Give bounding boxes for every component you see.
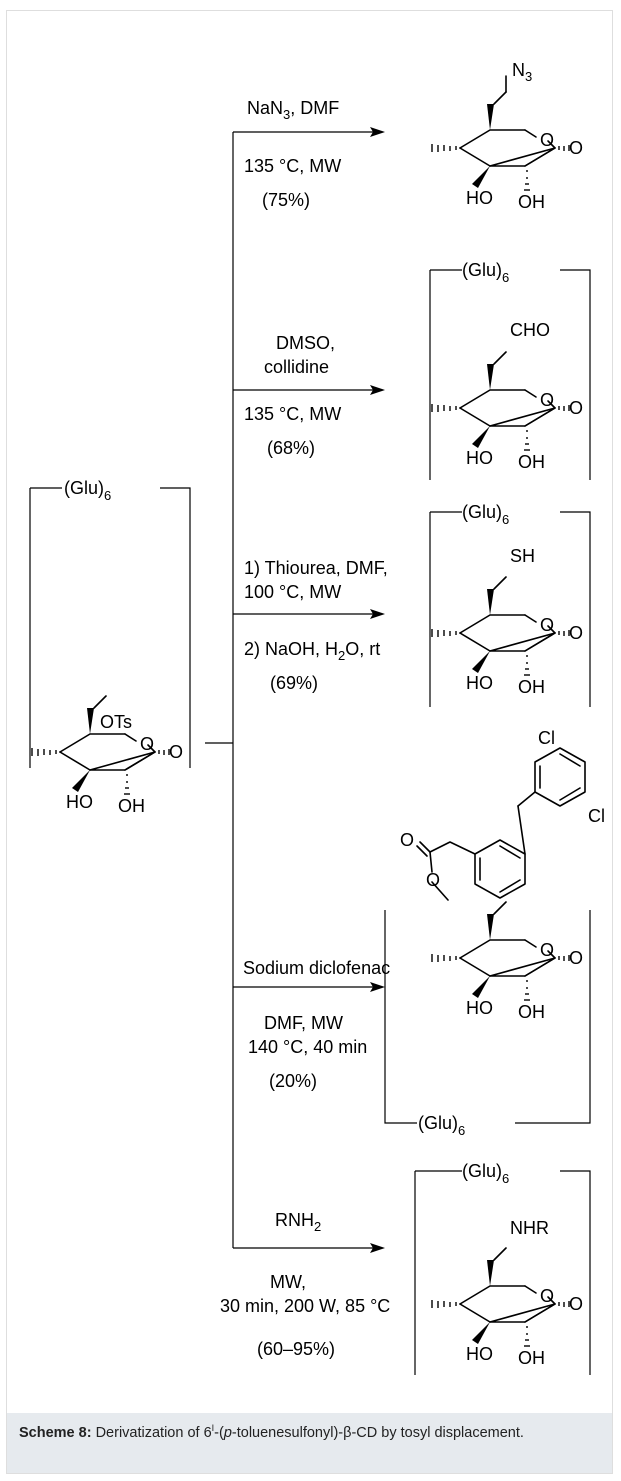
svg-text:MW,: MW, xyxy=(270,1272,306,1292)
svg-text:HO: HO xyxy=(466,998,493,1018)
svg-text:O: O xyxy=(540,390,554,410)
svg-text:SH: SH xyxy=(510,546,535,566)
svg-text:135 °C, MW: 135 °C, MW xyxy=(244,156,341,176)
svg-text:O: O xyxy=(426,870,440,890)
figure-caption: Scheme 8: Derivatization of 6I-(p-toluen… xyxy=(7,1413,612,1473)
svg-text:100 °C, MW: 100 °C, MW xyxy=(244,582,341,602)
reaction-scheme: NaN3, DMF 135 °C, MW (75%) DMSO, collidi… xyxy=(29,60,605,1375)
product-3-thiol: (Glu)6 SH O O HO OH xyxy=(429,502,591,707)
svg-text:collidine: collidine xyxy=(264,357,329,377)
reaction-arrow-2 xyxy=(233,385,385,395)
svg-text:(60–95%): (60–95%) xyxy=(257,1339,335,1359)
svg-text:NaN3, DMF: NaN3, DMF xyxy=(247,98,339,122)
svg-text:(Glu)6: (Glu)6 xyxy=(462,502,509,527)
starting-material-tosyl-cd: (Glu)6 OTs O O HO OH xyxy=(29,478,191,816)
caption-text-2: -( xyxy=(214,1425,224,1441)
caption-superscript: I xyxy=(211,1423,215,1434)
svg-text:(Glu)6: (Glu)6 xyxy=(418,1113,465,1138)
svg-text:O: O xyxy=(540,615,554,635)
caption-label: Scheme 8: xyxy=(19,1425,92,1441)
reaction-3-conditions: 1) Thiourea, DMF, 100 °C, MW 2) NaOH, H2… xyxy=(244,558,388,693)
svg-text:HO: HO xyxy=(466,1344,493,1364)
reaction-2-conditions: DMSO, collidine 135 °C, MW (68%) xyxy=(244,333,341,458)
svg-text:HO: HO xyxy=(466,448,493,468)
svg-text:2) NaOH, H2O, rt: 2) NaOH, H2O, rt xyxy=(244,639,380,663)
svg-text:(69%): (69%) xyxy=(270,673,318,693)
svg-text:HO: HO xyxy=(66,792,93,812)
svg-text:O: O xyxy=(140,734,154,754)
svg-text:O: O xyxy=(400,830,414,850)
svg-text:CHO: CHO xyxy=(510,320,550,340)
svg-text:(75%): (75%) xyxy=(262,190,310,210)
reaction-1-conditions: NaN3, DMF 135 °C, MW (75%) xyxy=(244,98,341,210)
svg-text:O: O xyxy=(569,1294,583,1314)
svg-text:OH: OH xyxy=(518,1002,545,1022)
svg-text:RNH2: RNH2 xyxy=(275,1210,321,1234)
reaction-arrow-4 xyxy=(233,982,385,992)
svg-text:NHR: NHR xyxy=(510,1218,549,1238)
reaction-arrow-1 xyxy=(233,127,385,137)
svg-text:HO: HO xyxy=(466,673,493,693)
svg-text:OH: OH xyxy=(518,452,545,472)
svg-text:(20%): (20%) xyxy=(269,1071,317,1091)
svg-text:1) Thiourea, DMF,: 1) Thiourea, DMF, xyxy=(244,558,388,578)
svg-text:OH: OH xyxy=(118,796,145,816)
svg-text:(Glu)6: (Glu)6 xyxy=(64,478,111,503)
product-2-aldehyde: (Glu)6 CHO O O HO OH xyxy=(429,260,591,480)
svg-text:OH: OH xyxy=(518,1348,545,1368)
svg-text:O: O xyxy=(569,138,583,158)
svg-text:DMSO,: DMSO, xyxy=(276,333,335,353)
svg-text:140 °C, 40 min: 140 °C, 40 min xyxy=(248,1037,367,1057)
svg-text:N3: N3 xyxy=(512,60,532,84)
svg-text:OTs: OTs xyxy=(100,712,132,732)
svg-text:(Glu)6: (Glu)6 xyxy=(462,260,509,285)
svg-text:O: O xyxy=(540,940,554,960)
svg-text:Sodium diclofenac: Sodium diclofenac xyxy=(243,958,390,978)
svg-text:O: O xyxy=(569,398,583,418)
svg-text:OH: OH xyxy=(518,192,545,212)
svg-text:O: O xyxy=(169,742,183,762)
svg-text:O: O xyxy=(540,130,554,150)
reaction-4-conditions: Sodium diclofenac DMF, MW 140 °C, 40 min… xyxy=(243,958,390,1091)
svg-text:OH: OH xyxy=(518,677,545,697)
product-5-amine: (Glu)6 NHR O O HO OH xyxy=(414,1161,591,1375)
svg-text:O: O xyxy=(569,948,583,968)
svg-text:(Glu)6: (Glu)6 xyxy=(462,1161,509,1186)
reaction-arrow-3 xyxy=(233,609,385,619)
caption-text-3: -toluenesulfonyl)-β-CD by tosyl displace… xyxy=(231,1425,524,1441)
svg-text:30 min, 200 W, 85 °C: 30 min, 200 W, 85 °C xyxy=(220,1296,390,1316)
svg-text:O: O xyxy=(569,623,583,643)
product-1-azido: N3 O O HO OH xyxy=(431,60,583,212)
svg-text:135 °C, MW: 135 °C, MW xyxy=(244,404,341,424)
svg-text:DMF, MW: DMF, MW xyxy=(264,1013,343,1033)
figure-frame xyxy=(6,10,613,1474)
caption-text-1: Derivatization of 6 xyxy=(91,1425,212,1441)
reaction-5-conditions: RNH2 MW, 30 min, 200 W, 85 °C (60–95%) xyxy=(220,1210,390,1359)
svg-text:Cl: Cl xyxy=(538,728,555,748)
reaction-arrow-5 xyxy=(233,1243,385,1253)
product-4-diclofenac-ester: Cl Cl O O O O HO OH (Glu)6 xyxy=(384,728,605,1138)
svg-text:HO: HO xyxy=(466,188,493,208)
svg-text:(68%): (68%) xyxy=(267,438,315,458)
svg-text:Cl: Cl xyxy=(588,806,605,826)
caption-italic: p xyxy=(223,1425,232,1441)
svg-text:O: O xyxy=(540,1286,554,1306)
